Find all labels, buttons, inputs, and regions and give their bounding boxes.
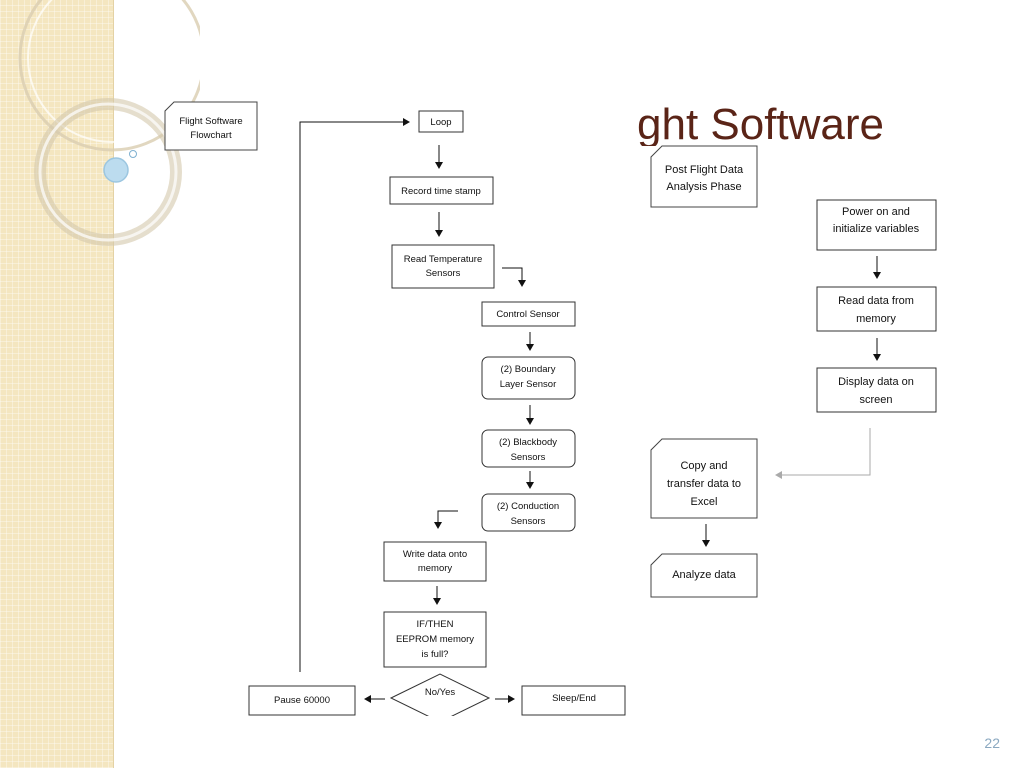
sleep-end-label: Sleep/End [552, 693, 596, 704]
power-on-line-2: initialize variables [833, 223, 920, 235]
arrow-display-to-copy [775, 428, 871, 479]
left-title-card: Flight Software Flowchart [164, 101, 258, 151]
conduction-sensor-box: (2) Conduction Sensors [481, 493, 576, 532]
write-memory-box: Write data onto memory [383, 541, 487, 582]
ring-large [18, 0, 200, 152]
record-time-label: Record time stamp [401, 186, 481, 197]
left-title-line-2: Flowchart [190, 130, 232, 141]
boundary-sensor-box: (2) Boundary Layer Sensor [481, 356, 576, 400]
page-number: 22 [984, 735, 1000, 751]
write-memory-line-2: memory [418, 563, 453, 574]
analyze-label: Analyze data [672, 569, 736, 581]
loop-box: Loop [418, 110, 464, 133]
bubble-small [129, 150, 137, 158]
decision-diamond: No/Yes [380, 673, 500, 726]
decorative-rings [18, 0, 200, 246]
read-data-box: Read data from memory [816, 286, 937, 332]
read-temp-line-1: Read Temperature [404, 254, 483, 265]
if-then-line-3: is full? [422, 649, 449, 660]
pause-box: Pause 60000 [248, 685, 356, 716]
blackbody-line-2: Sensors [511, 452, 546, 463]
slide-title: ght Software [637, 100, 885, 146]
copy-transfer-box: Copy and transfer data to Excel [650, 438, 758, 519]
right-title-card: Post Flight Data Analysis Phase [650, 145, 758, 208]
pause-label: Pause 60000 [274, 695, 330, 706]
boundary-line-2: Layer Sensor [500, 379, 557, 390]
boundary-line-1: (2) Boundary [501, 364, 556, 375]
blackbody-line-1: (2) Blackbody [499, 437, 557, 448]
loop-label: Loop [430, 117, 451, 128]
arrow-conduction-to-write [434, 510, 458, 529]
left-title-line-1: Flight Software [179, 116, 242, 127]
copy-line-3: Excel [691, 496, 718, 508]
decision-label: No/Yes [425, 687, 456, 698]
power-on-line-1: Power on and [842, 206, 910, 218]
copy-line-2: transfer data to [667, 478, 741, 490]
arrow-pause-loop-back [299, 118, 410, 672]
read-temp-box: Read Temperature Sensors [391, 244, 495, 289]
conduction-line-2: Sensors [511, 516, 546, 527]
analyze-data-box: Analyze data [650, 553, 758, 598]
right-title-line-2: Analysis Phase [666, 181, 741, 193]
copy-line-1: Copy and [680, 460, 727, 472]
ring-medium-highlight [38, 102, 178, 242]
right-title-line-1: Post Flight Data [665, 164, 744, 176]
conduction-line-1: (2) Conduction [497, 501, 559, 512]
display-data-line-2: screen [859, 394, 892, 406]
read-temp-line-2: Sensors [426, 268, 461, 279]
display-data-line-1: Display data on [838, 376, 914, 388]
sleep-end-box: Sleep/End [521, 685, 626, 716]
arrow-read-temp-to-control [502, 267, 526, 287]
bubble-large [103, 157, 129, 183]
blackbody-sensor-box: (2) Blackbody Sensors [481, 429, 576, 468]
control-sensor-label: Control Sensor [496, 309, 559, 320]
record-time-box: Record time stamp [389, 176, 494, 205]
if-then-box: IF/THEN EEPROM memory is full? [383, 611, 487, 668]
if-then-line-2: EEPROM memory [396, 634, 474, 645]
power-on-box: Power on and initialize variables [816, 199, 937, 251]
read-data-line-2: memory [856, 313, 896, 325]
write-memory-line-1: Write data onto [403, 549, 467, 560]
control-sensor-box: Control Sensor [481, 301, 576, 327]
if-then-line-1: IF/THEN [417, 619, 454, 630]
read-data-line-1: Read data from [838, 295, 914, 307]
display-data-box: Display data on screen [816, 367, 937, 413]
ring-large-inner [27, 0, 197, 143]
